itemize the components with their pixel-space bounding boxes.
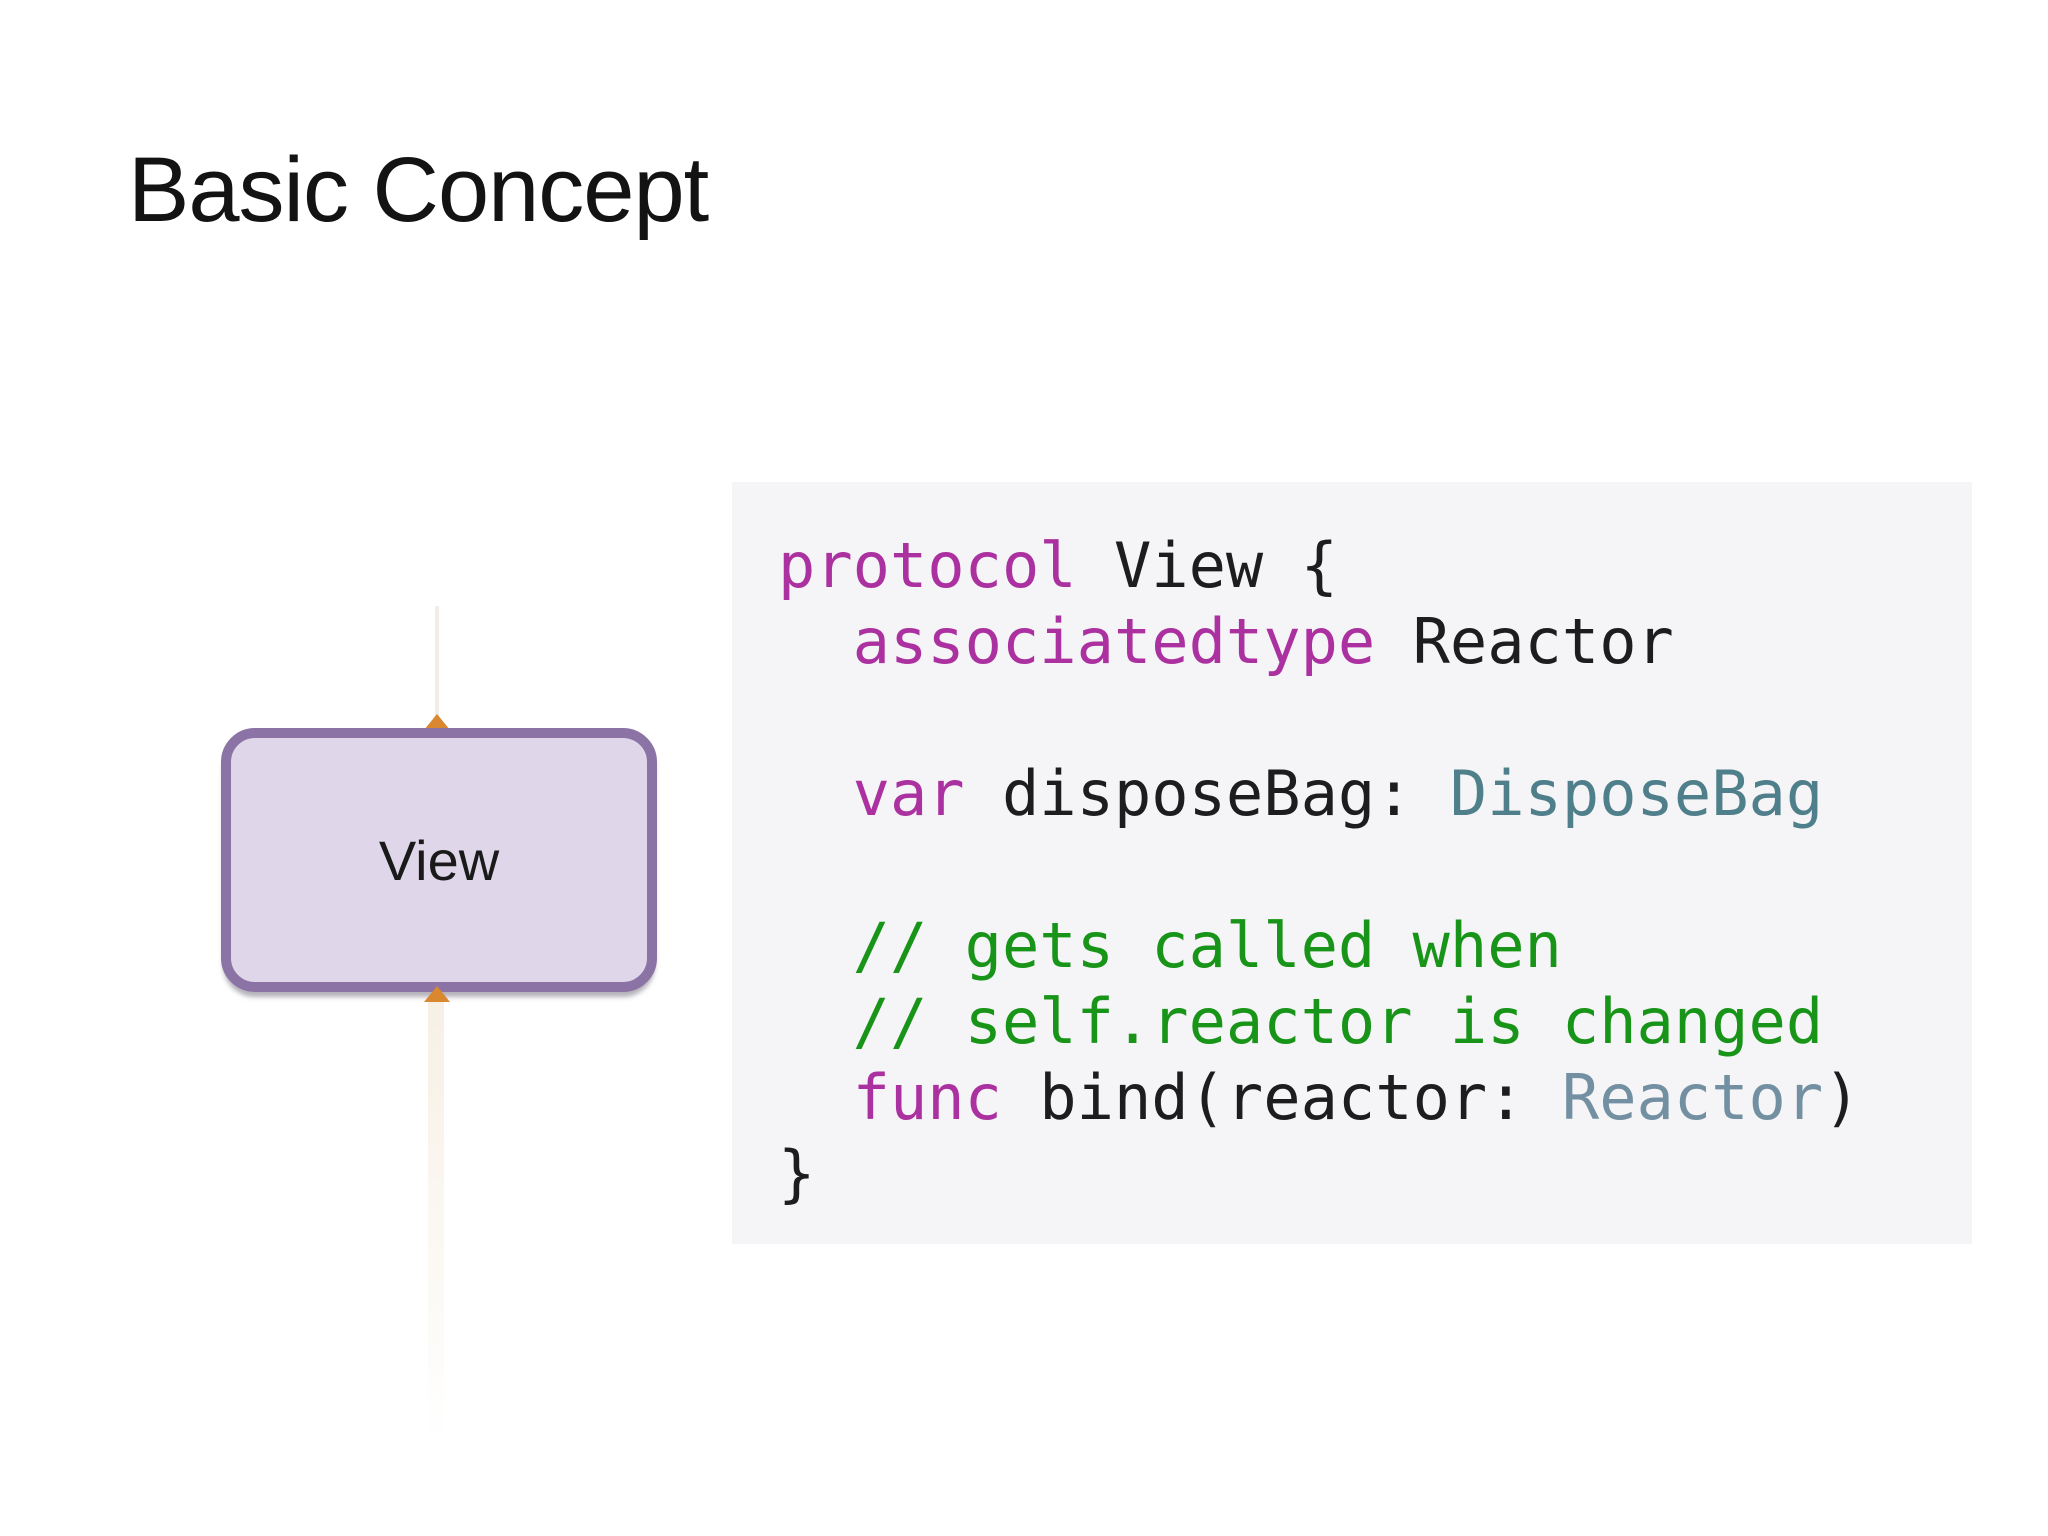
arrow-up-icon <box>424 986 450 1002</box>
code-token: View { <box>1076 529 1338 602</box>
code-token <box>778 605 853 678</box>
code-token: ) <box>1823 1061 1861 1134</box>
code-token: } <box>778 1137 816 1210</box>
code-line: // self.reactor is changed <box>778 984 1972 1060</box>
code-block: protocol View { associatedtype Reactor v… <box>732 482 1972 1244</box>
code-line: protocol View { <box>778 528 1972 604</box>
code-token <box>778 1061 853 1134</box>
code-token <box>778 757 853 830</box>
arrow-up-icon <box>424 714 450 730</box>
code-token: // gets called when <box>778 909 1562 982</box>
view-node: View <box>221 728 657 992</box>
code-line <box>778 680 1972 756</box>
code-token: disposeBag: <box>964 757 1450 830</box>
code-line <box>778 832 1972 908</box>
slide-title: Basic Concept <box>128 139 709 241</box>
code-token: protocol <box>778 529 1077 602</box>
code-line: var disposeBag: DisposeBag <box>778 756 1972 832</box>
code-line: associatedtype Reactor <box>778 604 1972 680</box>
code-token: // self.reactor is changed <box>778 985 1824 1058</box>
code-line: // gets called when <box>778 908 1972 984</box>
code-token: func <box>852 1061 1002 1134</box>
code-token: associatedtype <box>852 605 1376 678</box>
code-token: var <box>852 757 965 830</box>
connector-line-top <box>435 606 439 730</box>
code-token: Reactor <box>1375 605 1674 678</box>
connector-line-bottom <box>428 1002 444 1442</box>
code-line: } <box>778 1136 1972 1212</box>
code-line: func bind(reactor: Reactor) <box>778 1060 1972 1136</box>
code-token: Reactor <box>1561 1061 1824 1134</box>
code-token: DisposeBag <box>1449 757 1824 830</box>
code-token: bind(reactor: <box>1001 1061 1562 1134</box>
view-node-label: View <box>378 828 500 892</box>
